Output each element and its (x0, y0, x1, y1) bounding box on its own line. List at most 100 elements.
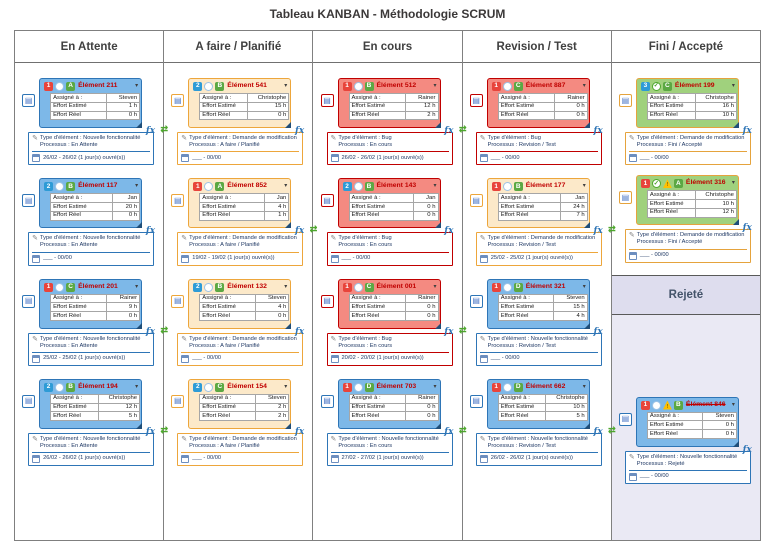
fx-formula-icon[interactable]: fx (295, 326, 305, 337)
item-details-icon[interactable]: ▤ (22, 294, 36, 308)
item-details-icon[interactable]: ▤ (469, 194, 483, 208)
chevron-down-icon[interactable]: ▾ (284, 183, 288, 190)
chevron-down-icon[interactable]: ▾ (433, 383, 437, 390)
fx-formula-icon[interactable]: fx (295, 126, 305, 136)
chevron-down-icon[interactable]: ▾ (731, 180, 735, 187)
item-details-icon[interactable]: ▤ (320, 394, 334, 408)
item-details-icon[interactable]: ▤ (22, 194, 36, 208)
fx-formula-icon[interactable]: fx (295, 426, 305, 437)
item-details-icon[interactable]: ▤ (469, 94, 483, 107)
sync-icon[interactable]: ⇄ (458, 324, 467, 335)
sync-icon[interactable]: ⇄ (160, 124, 169, 134)
fx-formula-icon[interactable]: fx (593, 426, 603, 437)
fx-formula-icon[interactable]: fx (145, 226, 156, 237)
chevron-down-icon[interactable]: ▾ (582, 183, 586, 190)
item-details-icon[interactable]: ▤ (22, 394, 36, 408)
sync-icon[interactable]: ⇄ (608, 224, 616, 235)
fx-formula-icon[interactable]: fx (145, 426, 156, 437)
sync-icon[interactable]: ⇄ (160, 324, 169, 335)
chevron-down-icon[interactable]: ▾ (731, 83, 735, 89)
item-details-icon[interactable]: ▤ (171, 294, 185, 308)
chevron-down-icon[interactable]: ▾ (135, 183, 139, 190)
item-details-icon[interactable]: ▤ (469, 394, 483, 408)
fx-formula-icon[interactable]: fx (295, 226, 305, 237)
chevron-down-icon[interactable]: ▾ (284, 383, 288, 390)
fx-formula-icon[interactable]: fx (145, 326, 156, 337)
sync-icon[interactable]: ⇄ (458, 424, 467, 435)
chevron-down-icon[interactable]: ▾ (284, 83, 288, 89)
sync-icon[interactable]: ⇄ (160, 424, 169, 435)
fx-formula-icon[interactable]: fx (444, 426, 454, 437)
chevron-down-icon[interactable]: ▾ (135, 383, 139, 390)
item-details-icon[interactable]: ▤ (22, 94, 36, 107)
chevron-down-icon[interactable]: ▾ (731, 401, 735, 408)
sync-icon[interactable]: ⇄ (458, 124, 467, 134)
chevron-down-icon[interactable]: ▾ (582, 283, 586, 290)
fx-formula-icon[interactable]: fx (742, 223, 752, 234)
fx-formula-icon[interactable]: fx (593, 326, 603, 337)
chevron-down-icon[interactable]: ▾ (582, 83, 586, 89)
item-details-icon[interactable]: ▤ (320, 294, 334, 308)
fx-formula-icon[interactable]: fx (444, 226, 454, 237)
chevron-down-icon[interactable]: ▾ (433, 183, 437, 190)
sync-icon[interactable]: ⇄ (309, 224, 318, 235)
fx-formula-icon[interactable]: fx (593, 226, 603, 237)
item-details-icon[interactable]: ▤ (320, 94, 334, 107)
chevron-down-icon[interactable]: ▾ (433, 83, 437, 89)
item-details-icon[interactable]: ▤ (618, 412, 632, 426)
fx-formula-icon[interactable]: fx (742, 126, 752, 136)
item-details-icon[interactable]: ▤ (469, 294, 483, 308)
fx-formula-icon[interactable]: fx (145, 126, 156, 136)
fx-formula-icon[interactable]: fx (444, 126, 454, 136)
fx-formula-icon[interactable]: fx (444, 326, 454, 337)
item-details-icon[interactable]: ▤ (618, 191, 632, 205)
chevron-down-icon[interactable]: ▾ (135, 283, 139, 290)
item-details-icon[interactable]: ▤ (171, 194, 185, 208)
item-details-icon[interactable]: ▤ (171, 94, 185, 107)
fx-formula-icon[interactable]: fx (593, 126, 603, 136)
item-details-icon[interactable]: ▤ (320, 194, 334, 208)
chevron-down-icon[interactable]: ▾ (284, 283, 288, 290)
sync-icon[interactable]: ⇄ (608, 424, 616, 435)
chevron-down-icon[interactable]: ▾ (433, 283, 437, 290)
fx-formula-icon[interactable]: fx (742, 444, 752, 455)
chevron-down-icon[interactable]: ▾ (582, 383, 586, 390)
